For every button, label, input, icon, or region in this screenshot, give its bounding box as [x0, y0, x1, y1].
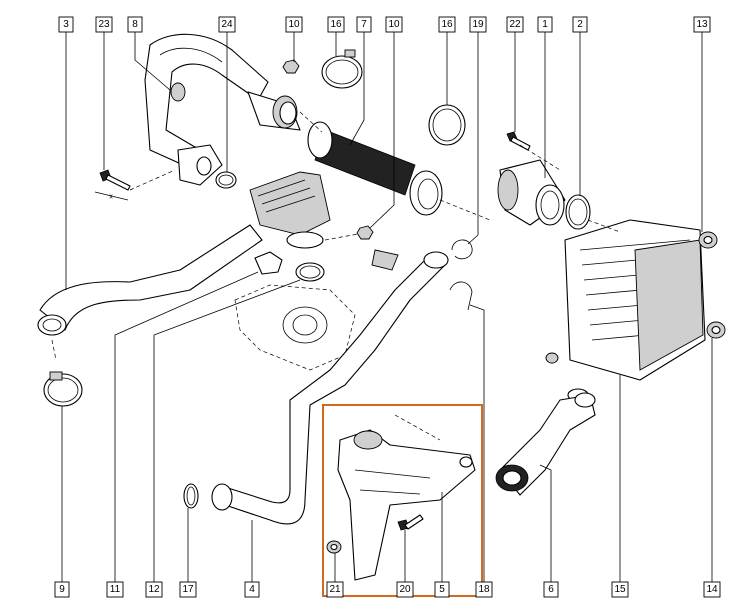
callout-23: 23: [95, 16, 113, 33]
part-16-clamp-left: [321, 49, 363, 89]
callout-15: 15: [611, 581, 629, 598]
part-10-nut-middle: [356, 225, 374, 240]
callout-9: 9: [54, 581, 70, 598]
callout-5: 5: [434, 581, 450, 598]
callout-20: 20: [396, 581, 414, 598]
svg-text:24: 24: [221, 19, 233, 30]
part-23-bolt: [99, 169, 131, 191]
callout-8: 8: [127, 16, 143, 33]
callout-2: 2: [572, 16, 588, 33]
svg-text:19: 19: [472, 19, 484, 30]
egr-valve-housing: [234, 284, 356, 371]
svg-text:x: x: [109, 194, 113, 201]
leader-lines: [51, 32, 713, 582]
part-17-clamp: [183, 483, 199, 509]
part-12-seal-ring: [295, 262, 325, 282]
svg-text:4: 4: [249, 584, 255, 595]
dimension-mark: x: [94, 191, 129, 201]
svg-text:10: 10: [288, 19, 300, 30]
callout-16-left: 16: [327, 16, 345, 33]
svg-text:21: 21: [329, 584, 341, 595]
svg-text:20: 20: [399, 584, 411, 595]
svg-text:22: 22: [509, 19, 521, 30]
part-13-grommet: [698, 231, 718, 249]
part-3-charge-air-pipe: [37, 171, 331, 336]
svg-text:9: 9: [59, 584, 65, 595]
callout-1: 1: [537, 16, 553, 33]
svg-text:2: 2: [577, 19, 583, 30]
callout-17: 17: [179, 581, 197, 598]
svg-text:6: 6: [548, 584, 554, 595]
part-16-clamp-right: [428, 104, 466, 146]
part-19-clip: [451, 239, 473, 260]
callout-19: 19: [469, 16, 487, 33]
svg-text:13: 13: [696, 19, 708, 30]
svg-text:1: 1: [542, 19, 548, 30]
callout-22: 22: [506, 16, 524, 33]
callout-11: 11: [106, 581, 124, 598]
svg-text:14: 14: [706, 584, 718, 595]
callout-21: 21: [326, 581, 344, 598]
callout-18: 18: [475, 581, 493, 598]
svg-text:17: 17: [182, 584, 194, 595]
part-14-grommet: [706, 321, 726, 339]
callout-3: 3: [58, 16, 74, 33]
callout-16-right: 16: [438, 16, 456, 33]
svg-text:15: 15: [614, 584, 626, 595]
part-24-o-ring: [215, 171, 237, 189]
part-7-corrugated-hose: [307, 121, 443, 216]
part-18-spring-clip: [449, 281, 473, 311]
callout-13: 13: [693, 16, 711, 33]
callout-10-top: 10: [285, 16, 303, 33]
part-8-intake-pipe: [144, 33, 301, 186]
callout-14: 14: [703, 581, 721, 598]
svg-text:5: 5: [439, 584, 445, 595]
part-9-clamp: [43, 371, 83, 407]
part-20-bolt: [397, 514, 424, 531]
svg-text:16: 16: [441, 19, 453, 30]
callout-12: 12: [145, 581, 163, 598]
svg-text:11: 11: [110, 584, 121, 595]
part-22-screw: [506, 131, 531, 151]
part-10-nut-top: [282, 59, 300, 74]
svg-text:23: 23: [98, 19, 110, 30]
part-4-lower-hose: [211, 249, 449, 525]
callout-7: 7: [356, 16, 372, 33]
svg-text:8: 8: [132, 19, 138, 30]
part-6-outlet-hose: [495, 392, 596, 496]
svg-text:7: 7: [361, 19, 367, 30]
callout-6: 6: [543, 581, 559, 598]
svg-text:3: 3: [63, 19, 69, 30]
part-5-resonator-duct: [337, 429, 476, 581]
callout-10-middle: 10: [385, 16, 403, 33]
part-2-o-ring: [565, 194, 591, 230]
svg-text:16: 16: [330, 19, 342, 30]
part-21-nut: [326, 540, 342, 554]
part-1-sensor-housing: [497, 159, 566, 226]
part-11-gasket: [254, 251, 283, 275]
part-15-intercooler: [545, 219, 706, 402]
svg-text:10: 10: [388, 19, 400, 30]
callout-4: 4: [244, 581, 260, 598]
svg-text:12: 12: [148, 584, 160, 595]
svg-text:18: 18: [478, 584, 490, 595]
callout-24: 24: [218, 16, 236, 33]
